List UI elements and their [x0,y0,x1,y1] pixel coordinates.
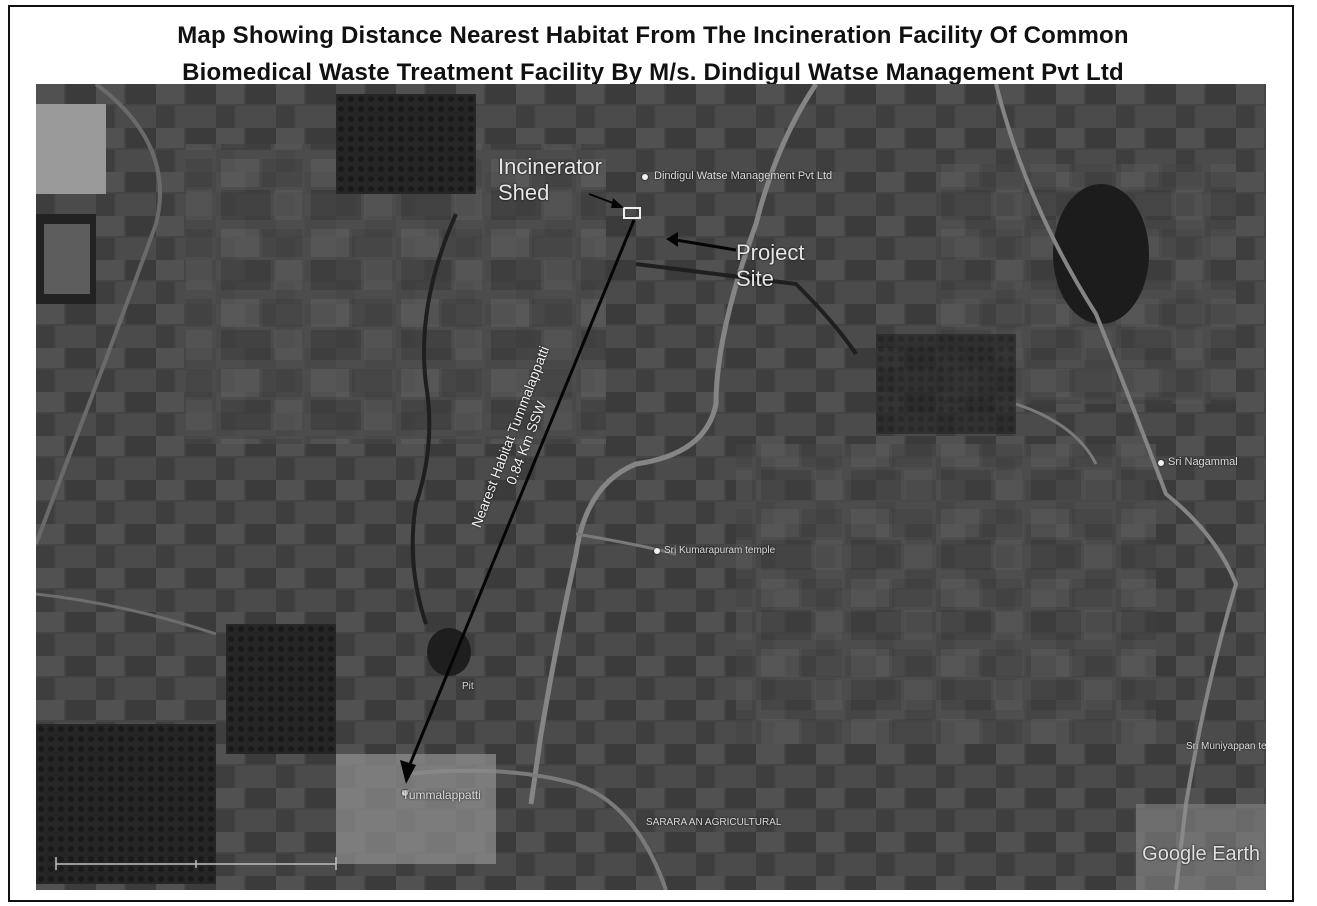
temple-pin-icon[interactable] [654,548,660,554]
town-pin-icon[interactable] [402,790,408,796]
google-earth-attribution: Google Earth [1142,843,1260,865]
nagammal-pin-icon[interactable] [1158,460,1164,466]
facility-pin-icon[interactable] [642,174,648,180]
temple-place-label: Sri Kumarapuram temple [664,545,776,556]
nagammal-place-label: Sri Nagammal [1168,456,1238,468]
title-line-2: Biomedical Waste Treatment Facility By M… [182,59,1124,86]
satellite-map[interactable]: Incinerator Shed Project Site Dindigul W… [36,84,1266,890]
east-temple-place-label: Sri Muniyappan temple [1186,741,1266,752]
map-title: Map Showing Distance Nearest Habitat Fro… [10,17,1296,91]
facility-place-label: Dindigul Watse Management Pvt Ltd [654,170,833,182]
agricultural-place-label: SARARA AN AGRICULTURAL [646,817,782,828]
incinerator-label-line-1: Incinerator [498,154,602,179]
title-line-1: Map Showing Distance Nearest Habitat Fro… [177,22,1129,49]
project-label-line-1: Project [736,240,805,265]
incinerator-label-line-2: Shed [498,180,550,205]
terrain-layer [36,84,1266,890]
pit-place-label: Pit [462,681,474,692]
project-site-label: Project Site [736,240,804,292]
incinerator-shed-label: Incinerator Shed [498,154,602,206]
project-label-line-2: Site [736,266,774,291]
town-place-label: Tummalappatti [402,788,481,802]
